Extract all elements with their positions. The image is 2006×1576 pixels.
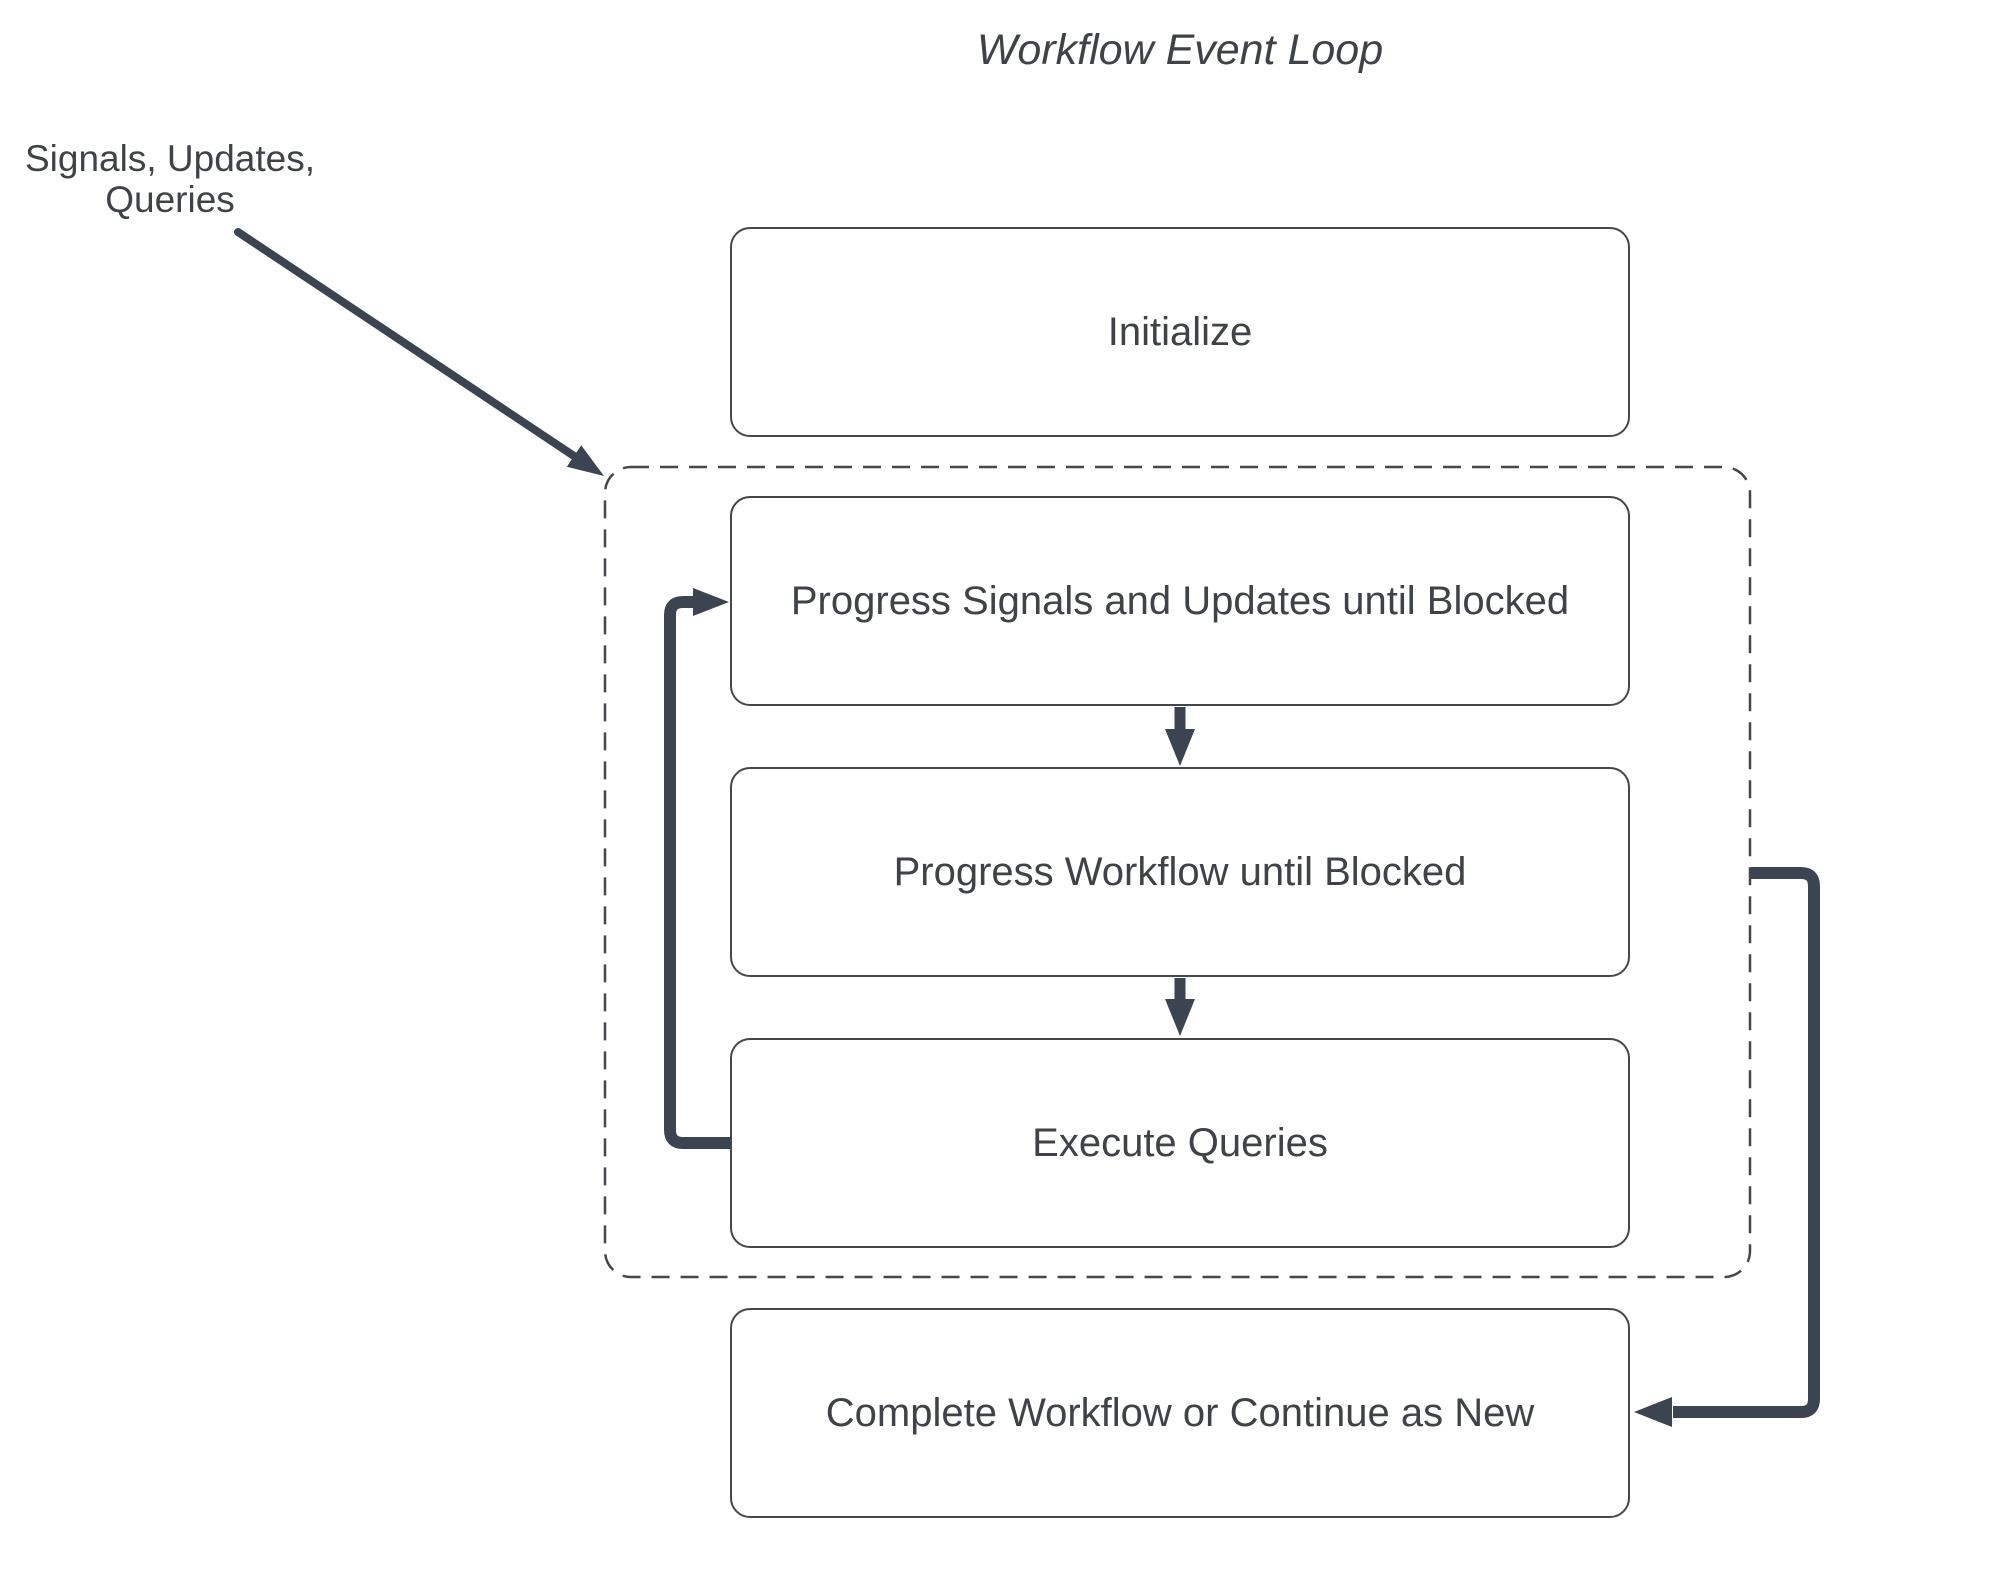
arrow-workflow-to-queries <box>1165 978 1195 1036</box>
node-execute-queries: Execute Queries <box>730 1038 1630 1248</box>
external-input-label-line2: Queries <box>105 179 235 221</box>
arrow-queries-loop-back-head-icon <box>693 588 729 616</box>
node-complete-workflow: Complete Workflow or Continue as New <box>730 1308 1630 1518</box>
arrow-loop-to-complete-head-icon <box>1634 1397 1672 1427</box>
external-input-arrowhead-icon <box>566 445 604 476</box>
node-initialize-label: Initialize <box>1107 309 1253 354</box>
node-progress-workflow: Progress Workflow until Blocked <box>730 767 1630 977</box>
diagram-title: Workflow Event Loop <box>976 26 1384 74</box>
node-progress-signals-updates: Progress Signals and Updates until Block… <box>730 496 1630 706</box>
node-progress-signals-updates-label: Progress Signals and Updates until Block… <box>790 578 1570 623</box>
node-initialize: Initialize <box>730 227 1630 437</box>
arrow-queries-loop-back-line <box>664 596 731 1149</box>
arrow-loop-to-complete-line <box>1673 867 1820 1418</box>
arrow-loop-to-complete <box>1634 867 1820 1427</box>
node-progress-workflow-label: Progress Workflow until Blocked <box>893 849 1467 894</box>
external-input-label: Signals, Updates, Queries <box>10 138 330 221</box>
arrow-signals-to-workflow <box>1165 707 1195 766</box>
external-input-arrow-line <box>234 228 578 460</box>
node-execute-queries-label: Execute Queries <box>1032 1120 1328 1165</box>
external-input-label-line1: Signals, Updates, <box>24 138 315 179</box>
arrow-workflow-to-queries-head-icon <box>1165 999 1195 1036</box>
external-input-arrow <box>234 228 604 476</box>
node-complete-workflow-label: Complete Workflow or Continue as New <box>825 1390 1535 1435</box>
arrow-signals-to-workflow-head-icon <box>1165 729 1195 766</box>
arrow-queries-loop-back <box>664 588 731 1149</box>
